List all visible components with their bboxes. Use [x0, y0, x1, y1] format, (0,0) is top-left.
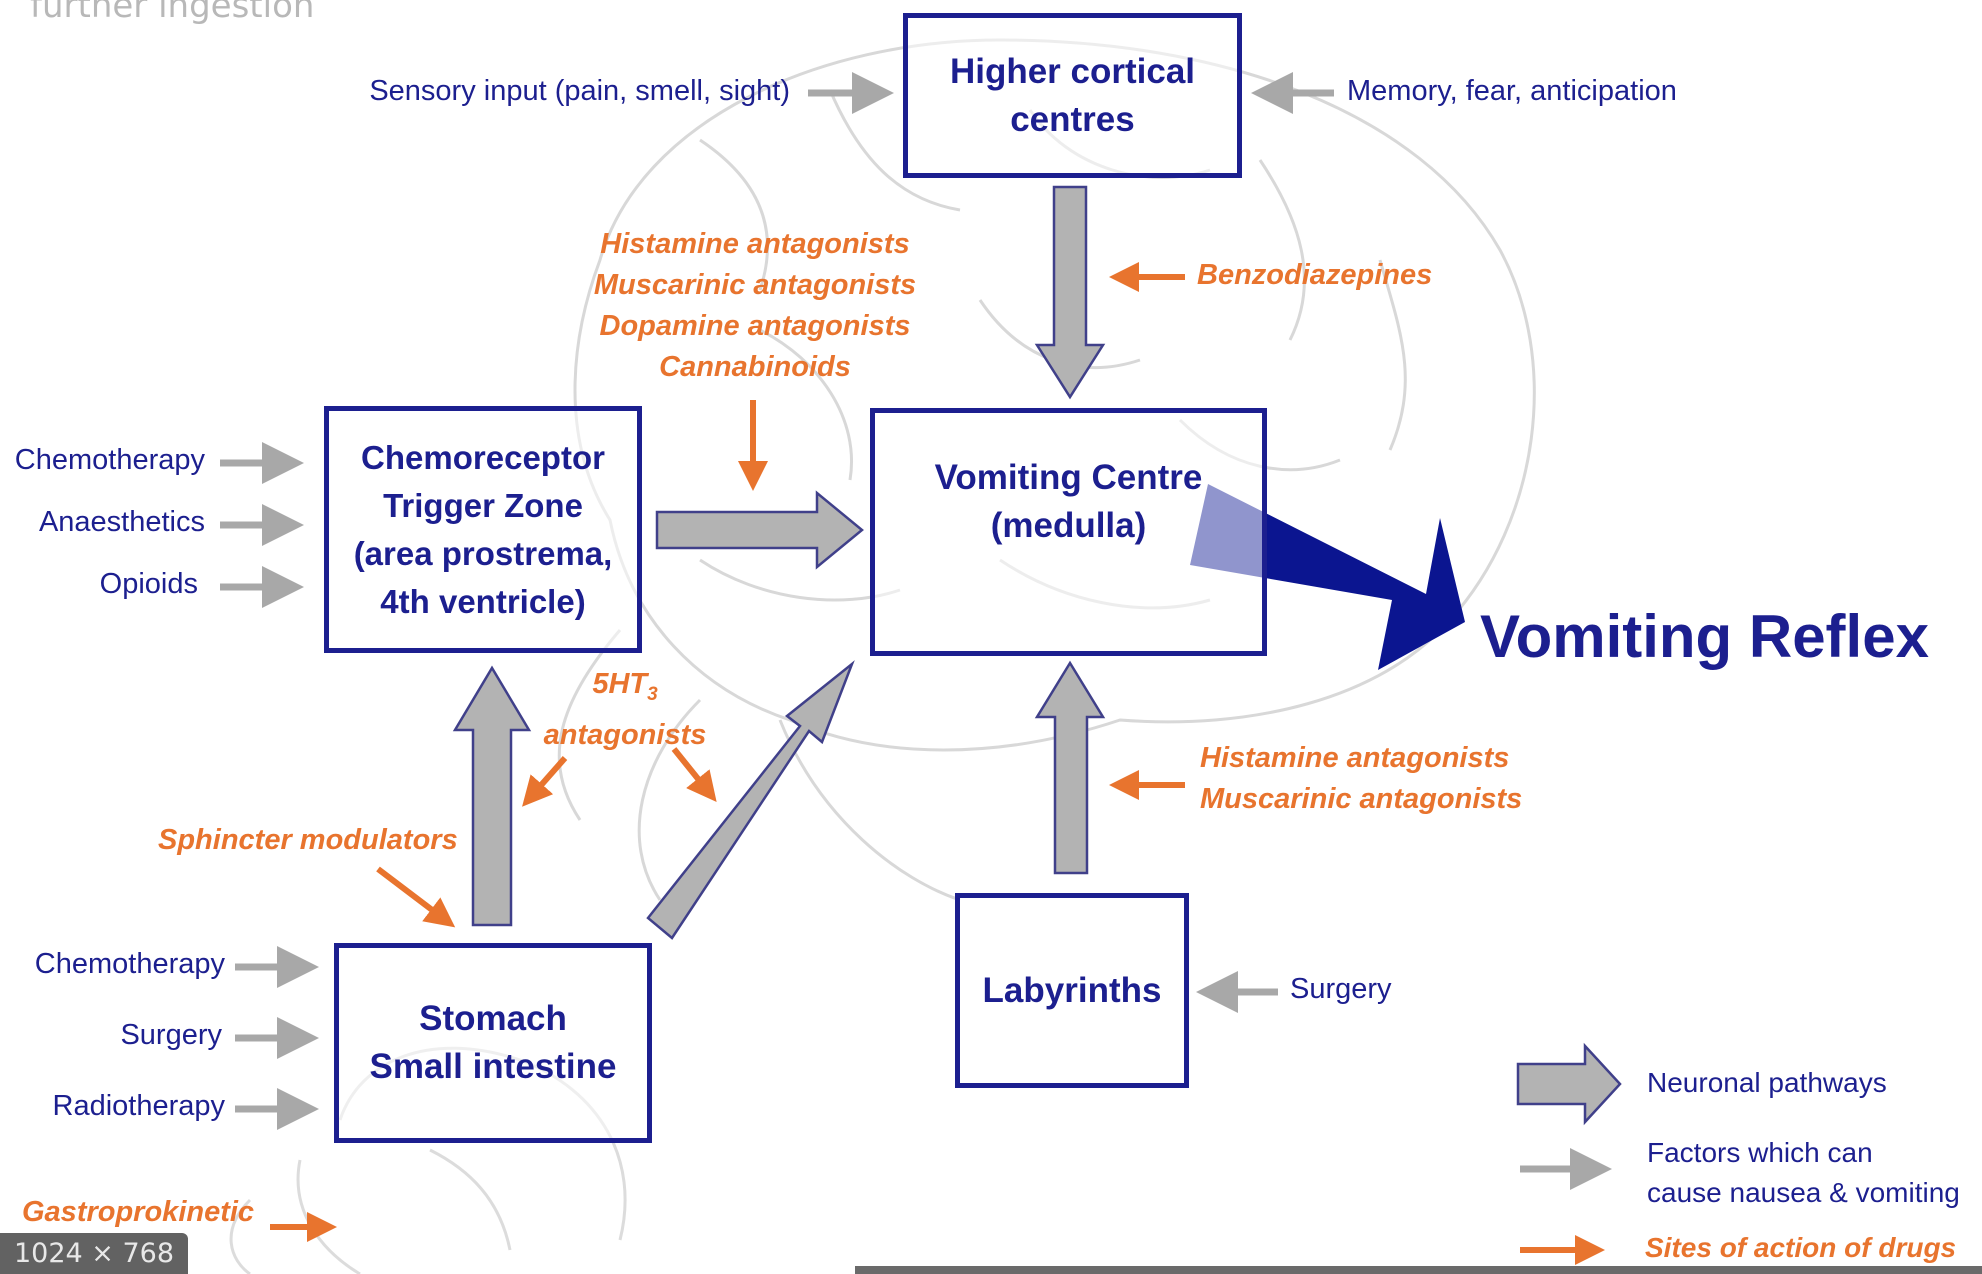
memory-fear-label: Memory, fear, anticipation: [1347, 75, 1677, 108]
horizontal-scrollbar[interactable]: [855, 1266, 1982, 1274]
legend-sites-label: Sites of action of drugs: [1645, 1232, 1956, 1264]
caption-text: further ingestion: [30, 0, 314, 26]
ctz-factor-anaesthetics: Anaesthetics: [0, 506, 205, 539]
vomiting-centre-line-1: Vomiting Centre: [935, 454, 1203, 502]
stomach-line-2: Small intestine: [369, 1043, 616, 1091]
ctz-factor-chemotherapy: Chemotherapy: [0, 444, 205, 477]
benzodiazepines-label: Benzodiazepines: [1197, 259, 1432, 292]
ctz-drug-muscarinic: Muscarinic antagonists: [575, 265, 935, 306]
labyrinths-box: Labyrinths: [955, 893, 1189, 1088]
higher-cortical-line-1: Higher cortical: [950, 48, 1195, 96]
drug-arrow-5ht3-to-vc: [674, 749, 711, 795]
vomiting-reflex-label: Vomiting Reflex: [1480, 602, 1929, 671]
legend-neuronal-label: Neuronal pathways: [1647, 1067, 1887, 1099]
ctz-drug-dopamine: Dopamine antagonists: [575, 306, 935, 347]
ctz-factor-opioids: Opioids: [0, 568, 198, 601]
vomiting-centre-box: Vomiting Centre (medulla): [870, 408, 1267, 656]
ctz-drug-cannabinoids: Cannabinoids: [575, 347, 935, 388]
ctz-line-3: (area prostrema,: [354, 530, 613, 578]
stomach-line-1: Stomach: [369, 995, 616, 1043]
stomach-factor-chemotherapy: Chemotherapy: [0, 948, 225, 981]
5ht3-subscript: 3: [647, 684, 658, 705]
labyrinth-drug-muscarinic: Muscarinic antagonists: [1200, 779, 1522, 820]
gastroprokinetic-label: Gastroprokinetic: [22, 1196, 254, 1229]
pathway-cortex-to-vc: [1037, 187, 1103, 397]
chemoreceptor-trigger-zone-box: Chemoreceptor Trigger Zone (area prostre…: [324, 406, 642, 653]
legend-factors-label: Factors which can cause nausea & vomitin…: [1647, 1133, 1960, 1213]
pathway-labyrinth-to-vc: [1037, 663, 1103, 873]
vomiting-centre-line-2: (medulla): [935, 502, 1203, 550]
higher-cortical-centres-box: Higher cortical centres: [903, 13, 1242, 178]
labyrinth-factor-surgery: Surgery: [1290, 973, 1392, 1006]
image-size-badge: 1024 × 768: [0, 1233, 188, 1274]
stomach-small-intestine-box: Stomach Small intestine: [334, 943, 652, 1143]
legend-neuronal-arrow-icon: [1518, 1046, 1620, 1122]
sensory-input-label: Sensory input (pain, smell, sight): [350, 75, 790, 108]
5ht3-antagonists-label: 5HT3 antagonists: [540, 664, 710, 756]
stomach-factor-surgery: Surgery: [0, 1019, 222, 1052]
ctz-drugs-label: Histamine antagonists Muscarinic antagon…: [575, 224, 935, 388]
higher-cortical-line-2: centres: [950, 96, 1195, 144]
labyrinths-line-1: Labyrinths: [983, 967, 1162, 1015]
5ht3-text: 5HT: [592, 668, 647, 700]
drug-arrow-sphincter: [378, 869, 448, 922]
ctz-line-2: Trigger Zone: [354, 482, 613, 530]
pathway-stomach-to-ctz: [455, 668, 529, 925]
labyrinth-drugs-label: Histamine antagonists Muscarinic antagon…: [1200, 738, 1522, 820]
ctz-line-4: 4th ventricle): [354, 578, 613, 626]
legend-factors-line-2: cause nausea & vomiting: [1647, 1173, 1960, 1213]
stomach-factor-radiotherapy: Radiotherapy: [0, 1090, 225, 1123]
legend-factors-line-1: Factors which can: [1647, 1133, 1960, 1173]
sphincter-modulators-label: Sphincter modulators: [158, 824, 458, 857]
pathway-ctz-to-vc: [657, 493, 862, 567]
drug-arrow-5ht3-to-ctz: [528, 758, 565, 800]
labyrinth-drug-histamine: Histamine antagonists: [1200, 738, 1522, 779]
ctz-line-1: Chemoreceptor: [354, 434, 613, 482]
5ht3-antagonists-text: antagonists: [540, 715, 710, 756]
ctz-drug-histamine: Histamine antagonists: [575, 224, 935, 265]
